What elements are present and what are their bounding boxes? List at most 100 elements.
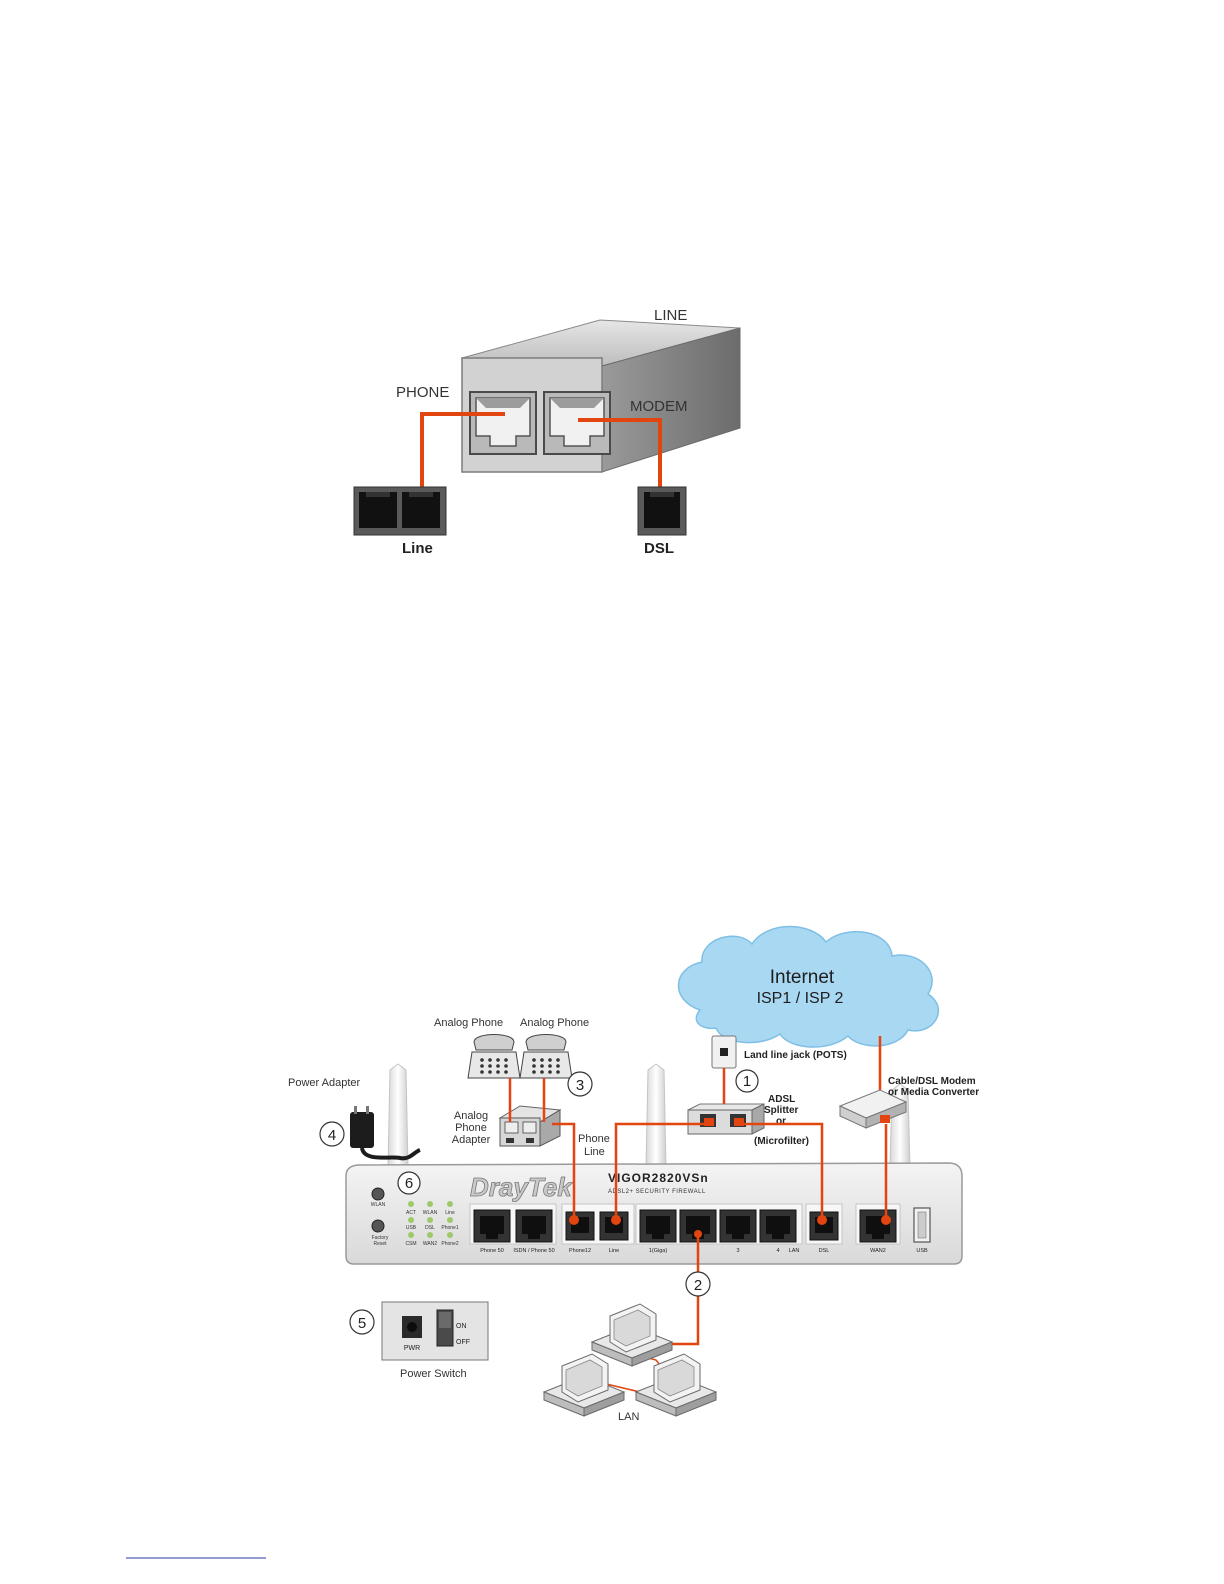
lan-pc-1 [591, 1303, 673, 1367]
analog-phone-2: Analog Phone [519, 1017, 589, 1079]
cloud-line-1: Internet [770, 967, 835, 988]
badge-3: 3 [576, 1077, 584, 1094]
cable-dsl-modem: Cable/DSL Modem or Media Converter [838, 1076, 979, 1129]
factory-label: Factory [372, 1235, 389, 1241]
analog-phone-2-label: Analog Phone [520, 1017, 589, 1029]
led-act-label: ACT [406, 1210, 416, 1216]
internet-cloud: Internet ISP1 / ISP 2 [677, 925, 940, 1048]
label-phone: PHONE [396, 384, 449, 401]
wlan-button-label: WLAN [371, 1202, 386, 1208]
port-label-isdn: ISDN / Phone 50 [513, 1248, 554, 1254]
wlan-button [371, 1187, 385, 1201]
phone-cable [420, 412, 505, 500]
led-csm-label: CSM [405, 1241, 416, 1247]
port-lan-4 [759, 1209, 797, 1243]
modem-cable [578, 418, 662, 500]
dsl-wall-jack [637, 486, 687, 536]
port-label-lan: LAN [789, 1248, 800, 1254]
led-phone1-label: Phone1 [441, 1225, 458, 1231]
port-usb [913, 1207, 931, 1243]
splitter-phone-port [469, 391, 537, 455]
splitter-label-1: ADSL [768, 1094, 795, 1105]
step-badges [319, 1069, 759, 1335]
power-adapter-label: Power Adapter [288, 1077, 360, 1089]
router-brand: DrayTek [470, 1172, 573, 1202]
modem-label-2: or Media Converter [888, 1087, 979, 1098]
cloud-line-2: ISP1 / ISP 2 [757, 990, 844, 1007]
splitter-label-3: or [776, 1116, 786, 1127]
label-line-top: LINE [654, 307, 687, 324]
badge-1-circle [735, 1069, 759, 1093]
port-labels: Phone 50 ISDN / Phone 50 Phone12 Line 1(… [480, 1248, 928, 1254]
led-panel: ACT WLAN Line USB DSL Phone1 CSM WAN2 Ph… [405, 1201, 459, 1247]
cable-plugs [569, 1118, 891, 1238]
analog-phone-1-label: Analog Phone [434, 1017, 503, 1029]
power-adapter: Power Adapter [288, 1077, 421, 1161]
cable-splitter-line [614, 1122, 708, 1220]
splitter-modem-port [543, 391, 611, 455]
power-switch-panel: ON OFF PWR Power Switch [381, 1301, 489, 1380]
analog-phone-1: Analog Phone [434, 1017, 521, 1079]
lan-label: LAN [618, 1411, 639, 1423]
port-label-phone50: Phone 50 [480, 1248, 504, 1254]
label-modem: MODEM [630, 398, 688, 415]
router-vigor2820: DrayTek VIGOR2820VSn ADSL2+ SECURITY FIR… [345, 1162, 963, 1265]
pwr-label: PWR [404, 1345, 420, 1352]
led-usb-label: USB [406, 1225, 417, 1231]
badge-5: 5 [358, 1315, 366, 1332]
led-wlan-label: WLAN [423, 1210, 438, 1216]
cable-splitter-dsl [738, 1122, 824, 1220]
port-label-wan2: WAN2 [870, 1248, 886, 1254]
badge-4-circle [319, 1121, 345, 1147]
land-line-jack-label: Land line jack (POTS) [744, 1050, 847, 1061]
port-label-dsl: DSL [819, 1248, 830, 1254]
power-off-label: OFF [456, 1339, 470, 1346]
port-label-phone12: Phone12 [569, 1248, 591, 1254]
badge-4: 4 [328, 1127, 336, 1144]
port-phone50 [473, 1209, 511, 1243]
adapter-label-line2: Phone [455, 1122, 487, 1134]
step-badge-labels: 1 2 3 4 5 6 [328, 1073, 751, 1332]
factory-reset-button [371, 1219, 385, 1233]
power-switch-label: Power Switch [400, 1368, 467, 1380]
badge-2: 2 [694, 1277, 702, 1294]
port-phone12 [565, 1211, 595, 1241]
led-phone2-label: Phone2 [441, 1241, 458, 1247]
led-wan2-label: WAN2 [423, 1241, 437, 1247]
badge-1: 1 [743, 1073, 751, 1090]
port-label-lan3: 3 [736, 1248, 739, 1254]
port-isdn-phone50 [515, 1209, 553, 1243]
badge-3-circle [567, 1071, 593, 1097]
badge-5-circle [349, 1309, 375, 1335]
splitter-figure: LINE PHONE MODEM Line DSL [353, 307, 741, 557]
lan-pc-3 [635, 1353, 717, 1417]
lan-group: LAN [543, 1303, 717, 1423]
led-line-label: Line [445, 1210, 455, 1216]
port-label-usb: USB [916, 1248, 928, 1254]
port-wan2 [859, 1209, 897, 1243]
label-line-jack: Line [402, 540, 433, 557]
modem-label-1: Cable/DSL Modem [888, 1076, 976, 1087]
router-model-sub: ADSL2+ SECURITY FIREWALL [608, 1189, 706, 1195]
router-model: VIGOR2820VSn [608, 1171, 709, 1185]
badge-6: 6 [405, 1175, 413, 1192]
reset-label: Reset [373, 1241, 387, 1247]
port-lan-3 [719, 1209, 757, 1243]
cable-adapter-phone12 [552, 1122, 576, 1220]
adapter-label-line3: Adapter [452, 1134, 491, 1146]
port-label-line: Line [609, 1248, 619, 1254]
line-wall-jack [353, 486, 447, 536]
network-figure: Internet ISP1 / ISP 2 Power Adapter Anal… [288, 925, 979, 1423]
phone-line-label-2: Line [584, 1146, 605, 1158]
led-dsl-label: DSL [425, 1225, 435, 1231]
splitter-label-2: Splitter [764, 1105, 799, 1116]
phone-line-label-1: Phone [578, 1133, 610, 1145]
badge-6-circle [397, 1171, 421, 1195]
microfilter-label: (Microfilter) [754, 1136, 809, 1147]
network-cables [508, 1036, 888, 1346]
badge-2-circle [685, 1271, 711, 1297]
adapter-label-line1: Analog [454, 1110, 488, 1122]
port-lan-1 [639, 1209, 677, 1243]
port-label-lan4: 4 [776, 1248, 779, 1254]
